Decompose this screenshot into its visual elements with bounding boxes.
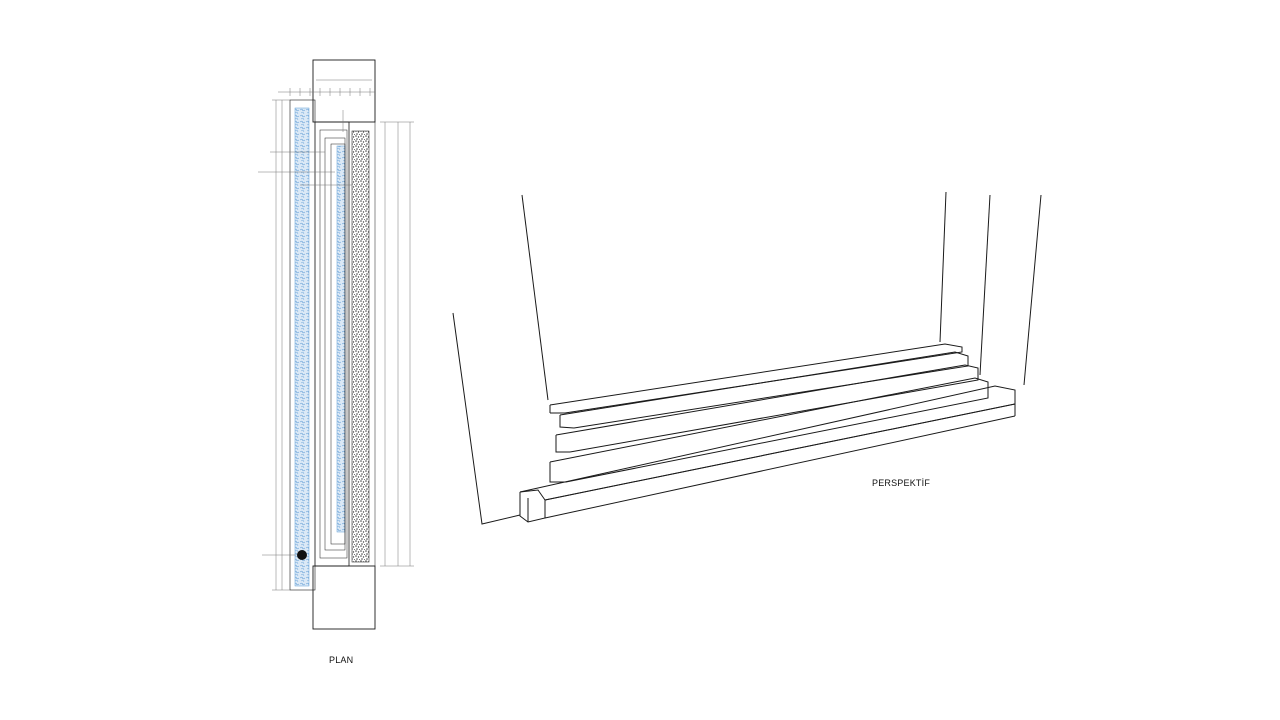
plan-label: PLAN (329, 655, 354, 665)
perspective-label: PERSPEKTİF (872, 478, 931, 488)
plan-gravel-band (351, 130, 370, 563)
perspective-step-4 (549, 377, 989, 483)
perspective-right-wall (939, 191, 947, 343)
perspective-step-1 (549, 343, 963, 414)
plan-drain-marker (297, 550, 307, 560)
plan-step-2 (319, 129, 348, 559)
perspective-step-3 (555, 364, 979, 453)
plan-water-channel-outer (294, 107, 310, 587)
plan-bottom-block (312, 565, 376, 630)
plan-step-4 (330, 143, 346, 545)
perspective-drawing (452, 191, 1042, 525)
plan-top-block (312, 59, 376, 123)
plan-water-channel-inner (336, 145, 346, 533)
plan-drawing (258, 59, 414, 630)
perspective-step-5 (519, 385, 1016, 523)
perspective-left-wall (521, 194, 549, 401)
perspective-step-2 (559, 351, 969, 429)
